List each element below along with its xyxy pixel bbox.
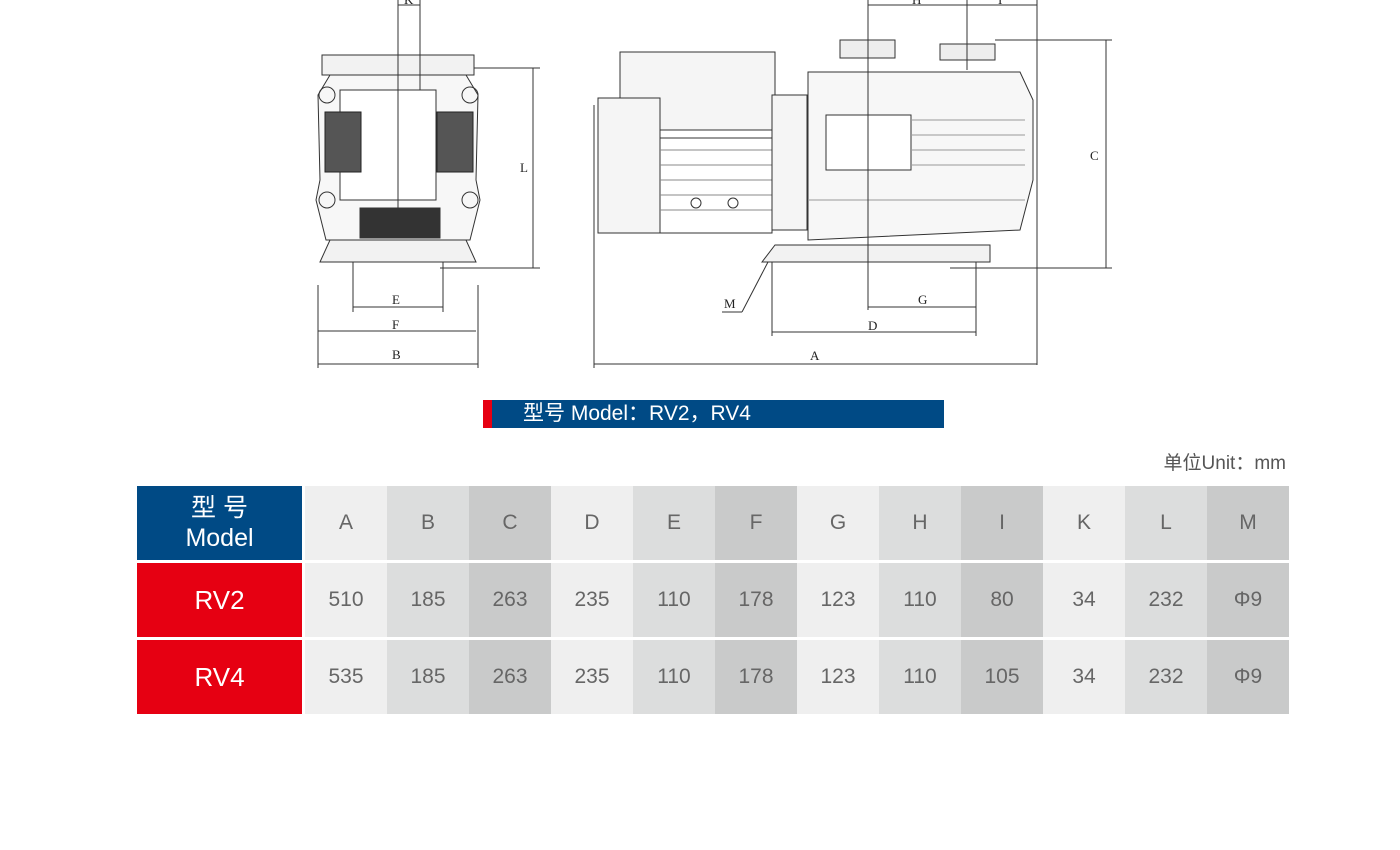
value-cell: 178 [715, 563, 797, 640]
model-header-cn: 型 号 [191, 494, 248, 522]
dim-label-a: A [810, 348, 820, 363]
dim-label-i: I [998, 0, 1002, 7]
column-header: I [961, 486, 1043, 563]
model-title: 型号 Model：RV2，RV4 [523, 402, 751, 425]
dim-label-k: K [404, 0, 414, 7]
dim-label-b: B [392, 347, 401, 362]
title-accent [483, 400, 492, 428]
value-cell: 510 [305, 563, 387, 640]
value-cell: 123 [797, 640, 879, 714]
table-header-row: 型 号 Model A B C D E F G H I K L M [137, 486, 1289, 563]
value-cell: 178 [715, 640, 797, 714]
model-header: 型 号 Model [137, 486, 305, 563]
column-header: C [469, 486, 551, 563]
unit-label: 单位Unit：mm [1163, 453, 1286, 474]
model-title-bar: 型号 Model：RV2，RV4 [483, 400, 944, 428]
dim-label-f: F [392, 317, 399, 332]
value-cell: 110 [633, 563, 715, 640]
column-header: K [1043, 486, 1125, 563]
column-header: G [797, 486, 879, 563]
value-cell: 34 [1043, 640, 1125, 714]
dim-label-g: G [918, 292, 927, 307]
value-cell: 34 [1043, 563, 1125, 640]
value-cell: 110 [879, 563, 961, 640]
value-cell: 263 [469, 640, 551, 714]
column-header: F [715, 486, 797, 563]
value-cell: 232 [1125, 563, 1207, 640]
table-row: RV4 535 185 263 235 110 178 123 110 105 … [137, 640, 1289, 714]
column-header: H [879, 486, 961, 563]
column-header: E [633, 486, 715, 563]
dim-label-c: C [1090, 148, 1099, 163]
value-cell: 110 [879, 640, 961, 714]
value-cell: 123 [797, 563, 879, 640]
dim-label-m: M [724, 296, 736, 311]
dim-label-e: E [392, 292, 400, 307]
value-cell: 535 [305, 640, 387, 714]
value-cell: Φ9 [1207, 640, 1289, 714]
value-cell: 235 [551, 563, 633, 640]
dim-label-d: D [868, 318, 877, 333]
value-cell: 105 [961, 640, 1043, 714]
model-cell: RV2 [137, 563, 305, 640]
value-cell: 263 [469, 563, 551, 640]
side-view [593, 0, 1112, 368]
value-cell: 235 [551, 640, 633, 714]
column-header: D [551, 486, 633, 563]
model-header-en: Model [185, 524, 254, 552]
front-view [315, 0, 540, 368]
model-cell: RV4 [137, 640, 305, 714]
value-cell: 110 [633, 640, 715, 714]
pump-dimension-drawing: K L E F B H I C M G D A [315, 0, 1112, 368]
column-header: B [387, 486, 469, 563]
column-header: M [1207, 486, 1289, 563]
value-cell: 185 [387, 640, 469, 714]
value-cell: 80 [961, 563, 1043, 640]
value-cell: 185 [387, 563, 469, 640]
table-row: RV2 510 185 263 235 110 178 123 110 80 3… [137, 563, 1289, 640]
dimension-table: 型 号 Model A B C D E F G H I K L M RV2 51… [137, 486, 1289, 714]
dim-label-l: L [520, 160, 528, 175]
value-cell: 232 [1125, 640, 1207, 714]
dim-label-h: H [912, 0, 921, 7]
column-header: L [1125, 486, 1207, 563]
column-header: A [305, 486, 387, 563]
value-cell: Φ9 [1207, 563, 1289, 640]
